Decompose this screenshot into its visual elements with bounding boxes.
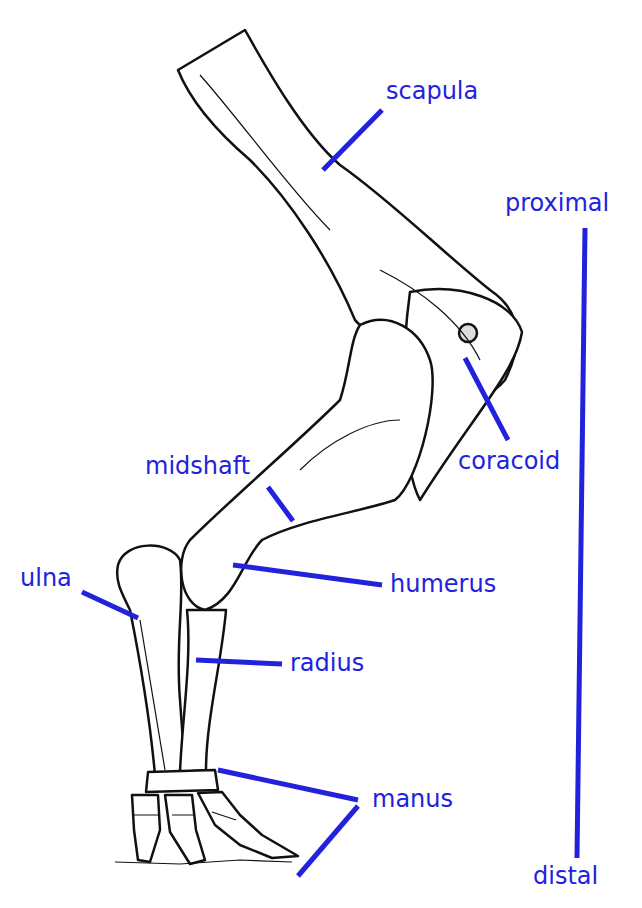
- leader-line: [218, 770, 358, 800]
- part-label: humerus: [390, 571, 496, 597]
- leader-line: [268, 487, 293, 521]
- digit-two: [165, 795, 205, 864]
- shading-line: [134, 812, 236, 820]
- shading-line: [380, 270, 480, 360]
- shading-line: [200, 75, 330, 230]
- leader-line: [196, 660, 282, 664]
- radius-bone: [180, 610, 226, 772]
- digit-three: [198, 792, 298, 858]
- part-label: manus: [372, 786, 453, 812]
- bone-shading: [115, 75, 480, 864]
- part-label: coracoid: [458, 448, 560, 474]
- shading-line: [300, 420, 400, 470]
- range-bar: [577, 228, 585, 858]
- leader-line: [323, 110, 382, 170]
- leader-line: [298, 806, 358, 876]
- carpal-bones: [146, 770, 218, 792]
- ground-line: [115, 860, 292, 864]
- part-label: midshaft: [145, 453, 250, 479]
- bones: [117, 30, 522, 864]
- part-label: radius: [290, 650, 364, 676]
- leader-line: [233, 565, 382, 585]
- leader-line: [82, 592, 138, 618]
- part-label: proximal: [505, 190, 609, 216]
- shading-line: [140, 620, 165, 770]
- ulna-bone: [117, 546, 185, 775]
- leader-line: [465, 358, 508, 440]
- leader-lines: [82, 110, 585, 876]
- part-label: scapula: [386, 78, 478, 104]
- digit-one: [132, 795, 160, 862]
- part-label: ulna: [20, 565, 72, 591]
- part-label: distal: [533, 863, 598, 889]
